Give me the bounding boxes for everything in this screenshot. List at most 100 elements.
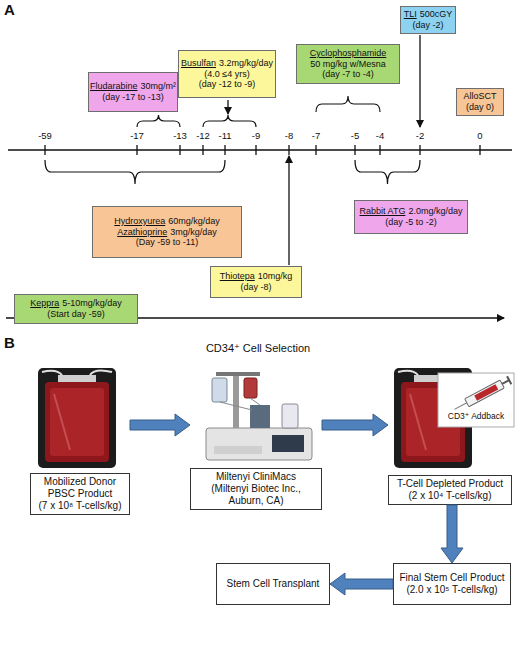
text-line: (Start day -59) (47, 309, 105, 320)
tick-mark (288, 145, 289, 155)
dose-text: 500cGY (420, 9, 453, 19)
blood-bag-photo (90, 370, 112, 375)
dose-text: 5-10mg/kg/day (62, 298, 122, 308)
dose-text: 30mg/m² (141, 81, 177, 91)
drug-box: Cyclophosphamide50 mg/kg w/Mesna(day -7 … (296, 44, 400, 84)
tick-mark (202, 145, 203, 155)
dose-text: (day -8) (240, 282, 271, 292)
tick-mark (419, 145, 420, 155)
text-line: (day -2) (412, 20, 443, 31)
drug-box: Busulfan3.2mg/kg/day(4.0 ≤4 yrs)(day -12… (178, 50, 276, 98)
drug-name: Fludarabine (90, 81, 138, 91)
panel-letter: A (4, 1, 24, 18)
step-label: Mobilized Donor PBSC Product(7 x 10⁸ T-c… (30, 473, 130, 515)
tick-label: -12 (191, 130, 215, 141)
syringe-inset (507, 376, 511, 384)
tick-label: -9 (244, 130, 268, 141)
dose-text: Azathioprine (117, 227, 167, 237)
blood-bag-photo (38, 368, 116, 468)
blood-bag-photo (58, 375, 96, 382)
drug-name: Keppra (30, 298, 59, 308)
text-line: (day 0) (466, 102, 494, 113)
panel-letter: B (4, 334, 24, 351)
step-name: Miltenyi CliniMacs (194, 471, 318, 483)
text-line: Busulfan3.2mg/kg/day (181, 58, 273, 69)
process-step: Miltenyi CliniMacs(Miltenyi Biotec Inc.,… (190, 365, 322, 510)
text-line: (Day -59 to -11) (136, 237, 198, 248)
drug-box: Thiotepa10mg/kg(day -8) (210, 266, 302, 298)
drug-name: Hydroxyurea (114, 216, 165, 226)
blood-bag-photo (50, 388, 104, 456)
tick-mark (479, 145, 480, 155)
text-line: Keppra5-10mg/kg/day (30, 298, 122, 309)
step-detail: (7 x 10⁸ T-cells/kg) (34, 500, 126, 512)
dose-text: (day -2) (412, 20, 443, 30)
cell-selection-device (206, 372, 312, 460)
dose-text: 60mg/kg/day (168, 216, 220, 226)
tick-mark (354, 145, 355, 155)
step-detail: (2 x 10⁴ T-cells/kg) (392, 490, 508, 502)
dose-text: 2.0mg/kg/day (408, 206, 462, 216)
tick-label: -13 (165, 130, 195, 141)
tick-label: -7 (304, 130, 328, 141)
curly-brace (316, 96, 380, 112)
tick-label: -59 (30, 130, 60, 141)
text-line: (day -12 to -9) (199, 79, 256, 90)
step-name: Mobilized Donor PBSC Product (34, 476, 126, 500)
timeline-axis (8, 149, 512, 150)
tick-label: -4 (368, 130, 392, 141)
tick-label: -17 (122, 130, 152, 141)
blood-bag-photo (42, 371, 62, 375)
step-name: Final Stem Cell Product (399, 572, 504, 584)
pointer-arrow (6, 35, 504, 318)
tick-mark (44, 145, 45, 155)
process-step: T-Cell Depleted Product(2 x 10⁴ T-cells/… (388, 365, 512, 505)
text-line: (day -7 to -4) (322, 69, 374, 80)
text-line: Azathioprine3mg/kg/day (117, 227, 217, 238)
curly-brace (203, 115, 256, 127)
tick-mark (315, 145, 316, 155)
cell-selection-device (216, 372, 260, 376)
tick-mark (136, 145, 137, 155)
dose-text: (Start day -59) (47, 309, 105, 319)
text-line: (day -5 to -2) (385, 217, 437, 228)
dose-text: (Day -59 to -11) (136, 237, 198, 247)
drug-box: TLI500cGY(day -2) (400, 6, 456, 34)
pointer-arrow (419, 35, 420, 127)
tick-mark (224, 145, 225, 155)
drug-name: AlloSCT (463, 91, 496, 101)
text-line: 50 mg/kg w/Mesna (310, 59, 386, 70)
step-detail: (2.0 x 10⁵ T-cells/kg) (406, 584, 497, 596)
syringe-inset (454, 403, 466, 410)
tick-label: -2 (408, 130, 432, 141)
text-line: Cyclophosphamide (310, 48, 387, 59)
text-line: Rabbit ATG2.0mg/kg/day (360, 206, 463, 217)
syringe-inset (438, 373, 514, 427)
timeline-axis (8, 145, 512, 155)
drug-name: Thiotepa (220, 271, 255, 281)
step-detail: (Miltenyi Biotec Inc., Auburn, CA) (194, 483, 318, 507)
blood-bag-photo (38, 368, 116, 468)
cell-selection-device (272, 435, 304, 452)
cell-selection-device (220, 402, 252, 410)
curly-brace (137, 115, 180, 127)
blood-bag-photo (398, 371, 418, 375)
cell-selection-device (282, 404, 298, 428)
dose-text: (day -5 to -2) (385, 217, 437, 227)
drug-box: Hydroxyurea60mg/kg/dayAzathioprine3mg/kg… (92, 206, 242, 258)
dose-text: (day -12 to -9) (199, 79, 256, 89)
text-line: (day -17 to -13) (102, 92, 164, 103)
flow-arrow (322, 414, 388, 436)
tick-mark (379, 145, 380, 155)
flow-arrow (330, 573, 393, 595)
inset-label: CD3⁺ Addback (439, 411, 513, 421)
cell-selection-device (212, 378, 227, 402)
drug-name: TLI (404, 9, 417, 19)
drug-name: Busulfan (181, 58, 216, 68)
text-line: (4.0 ≤4 yrs) (204, 69, 249, 80)
step-name: Stem Cell Transplant (227, 578, 320, 590)
text-line: Fludarabine30mg/m² (90, 81, 176, 92)
